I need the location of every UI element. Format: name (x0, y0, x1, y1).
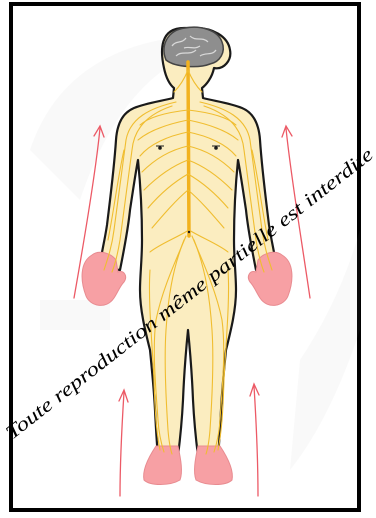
spinal-cord (188, 62, 189, 236)
left-foot (144, 446, 182, 485)
arrow-left-leg (119, 390, 128, 496)
right-foot (195, 446, 233, 485)
brain (164, 27, 223, 66)
arrow-right-leg (250, 384, 259, 496)
